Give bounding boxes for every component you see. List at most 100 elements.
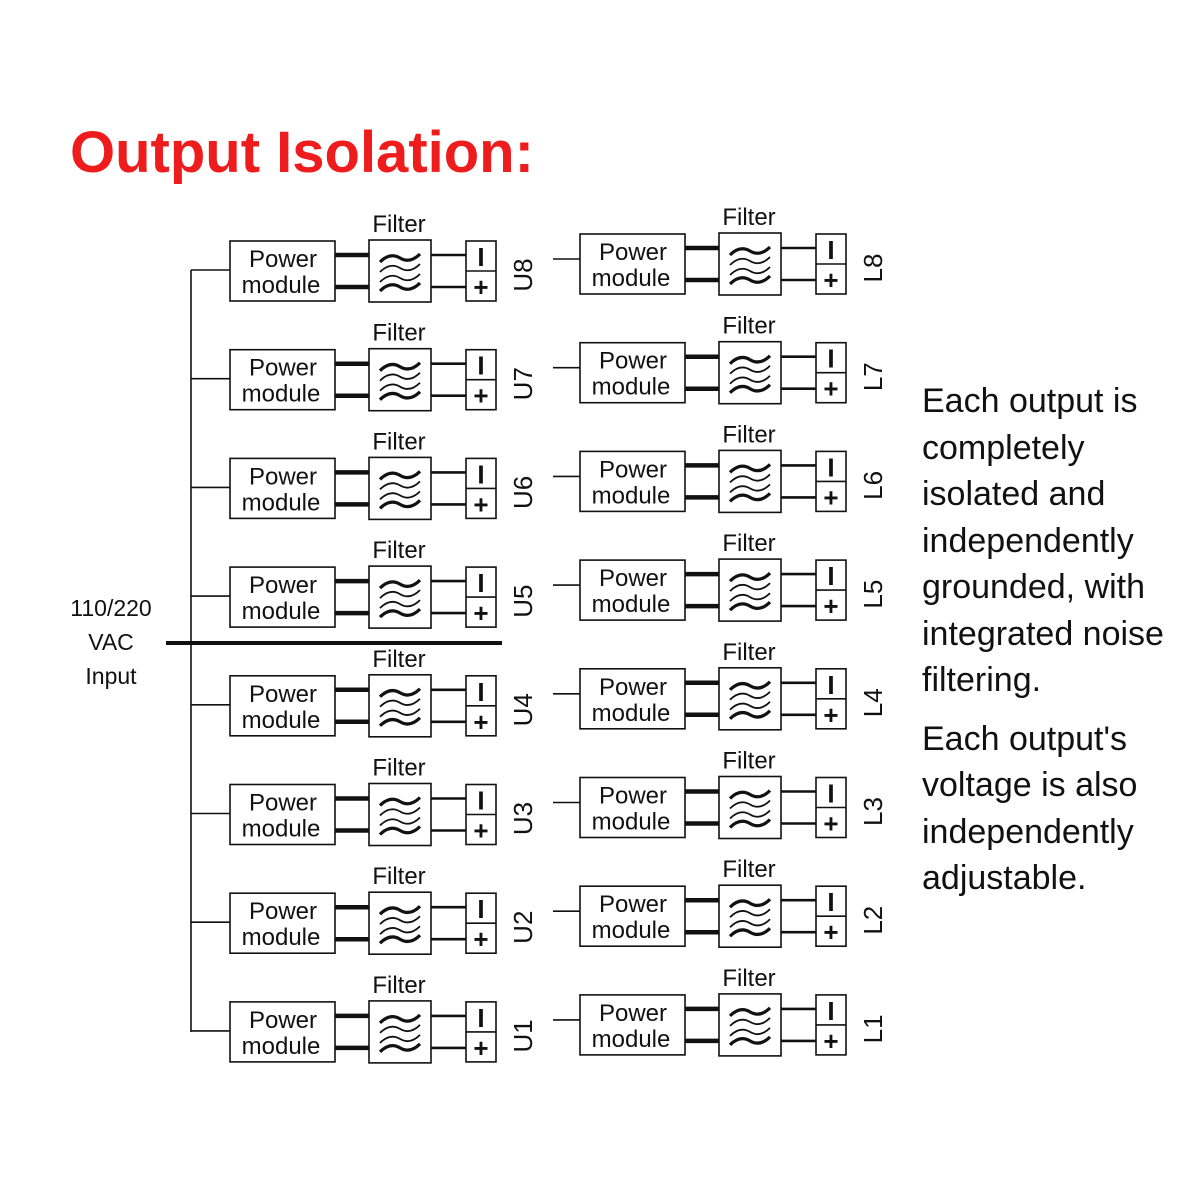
power-module-label-line-2: module bbox=[242, 381, 321, 408]
filter-wave-line bbox=[379, 372, 421, 382]
filter-wave-line bbox=[379, 589, 421, 599]
filter-wave-line bbox=[729, 701, 771, 711]
power-module-box bbox=[229, 566, 336, 628]
filter-wave-line bbox=[728, 1006, 772, 1018]
filter-box bbox=[368, 239, 432, 303]
filter-wave-line bbox=[378, 578, 422, 590]
terminal-negative: I bbox=[827, 779, 834, 809]
channel-label: U7 bbox=[508, 367, 538, 400]
filter-wave-line bbox=[729, 918, 771, 928]
power-module-label-line-2: module bbox=[242, 707, 321, 734]
filter-wave-line bbox=[378, 905, 422, 916]
description-paragraph-2: Each output's voltage is also independen… bbox=[922, 719, 1138, 898]
terminal-negative: I bbox=[827, 996, 834, 1026]
page-title: Output Isolation: bbox=[70, 120, 534, 185]
terminal-positive: + bbox=[473, 272, 488, 302]
filter-wave-line bbox=[729, 375, 771, 385]
filter-wave-line bbox=[379, 925, 421, 935]
power-module-box bbox=[579, 559, 686, 621]
filter-wave-line bbox=[379, 273, 421, 283]
power-module-label-line-1: Power bbox=[599, 674, 667, 701]
power-module-label-line-1: Power bbox=[249, 355, 317, 382]
filter-wave-line bbox=[378, 796, 422, 807]
terminal-negative: I bbox=[477, 351, 484, 381]
filter-wave-icon bbox=[378, 796, 422, 836]
filter-wave-line bbox=[729, 1027, 771, 1037]
power-module-box bbox=[229, 1001, 336, 1063]
channel-label: L3 bbox=[858, 797, 888, 826]
filter-wave-line bbox=[729, 256, 771, 266]
terminal-negative: I bbox=[827, 452, 834, 482]
left-output-column: PowermoduleFilterI+U8PowermoduleFilterI+… bbox=[191, 211, 538, 1064]
filter-label: Filter bbox=[722, 965, 775, 992]
filter-label: Filter bbox=[722, 639, 775, 666]
filter-wave-line bbox=[378, 499, 422, 510]
power-module-label-line-1: Power bbox=[599, 565, 667, 592]
filter-wave-line bbox=[378, 934, 422, 945]
filter-box bbox=[718, 340, 782, 405]
terminal-negative: I bbox=[477, 677, 484, 707]
power-module-label-line-1: Power bbox=[249, 572, 317, 599]
filter-box bbox=[718, 884, 782, 949]
channel-label: U1 bbox=[508, 1019, 538, 1052]
power-module-label-line-2: module bbox=[592, 917, 671, 944]
power-module-label-line-1: Power bbox=[599, 1000, 667, 1027]
filter-wave-line bbox=[379, 480, 421, 491]
filter-label: Filter bbox=[372, 646, 425, 673]
power-module-label-line-2: module bbox=[592, 265, 671, 292]
filter-wave-line bbox=[379, 698, 421, 708]
filter-label: Filter bbox=[372, 863, 425, 890]
power-module-label-line-1: Power bbox=[249, 1007, 317, 1034]
power-module-box bbox=[579, 233, 686, 295]
terminal-positive: + bbox=[823, 1026, 838, 1056]
filter-wave-icon bbox=[728, 1006, 772, 1047]
filter-wave-line bbox=[378, 716, 422, 727]
terminal-positive: + bbox=[473, 924, 488, 954]
filter-wave-icon bbox=[728, 245, 772, 286]
filter-wave-line bbox=[379, 1024, 421, 1034]
filter-wave-icon bbox=[378, 361, 422, 401]
filter-wave-line bbox=[379, 708, 421, 718]
terminal-positive: + bbox=[823, 917, 838, 947]
filter-wave-line bbox=[379, 490, 421, 501]
terminal-negative: I bbox=[477, 459, 484, 489]
channel-label: U8 bbox=[508, 258, 538, 291]
terminal-positive: + bbox=[473, 381, 488, 411]
filter-wave-line bbox=[728, 463, 772, 474]
terminal-positive: + bbox=[823, 809, 838, 839]
input-label-line-1: 110/220 bbox=[70, 595, 151, 621]
filter-wave-line bbox=[728, 274, 772, 286]
power-module-label-line-2: module bbox=[242, 272, 321, 299]
terminal-positive: + bbox=[473, 489, 488, 519]
channel-label: U2 bbox=[508, 911, 538, 944]
filter-wave-line bbox=[728, 571, 772, 583]
power-module-box bbox=[229, 348, 336, 411]
filter-box bbox=[718, 993, 782, 1057]
filter-box bbox=[368, 565, 432, 629]
filter-wave-line bbox=[379, 382, 421, 392]
filter-box bbox=[718, 558, 782, 622]
terminal-positive: + bbox=[473, 1033, 488, 1063]
power-module-label-line-2: module bbox=[592, 374, 671, 401]
filter-label: Filter bbox=[372, 428, 425, 455]
power-module-box bbox=[579, 341, 686, 404]
filter-label: Filter bbox=[722, 530, 775, 557]
description-paragraph-1: Each output is completely isolated and i… bbox=[922, 382, 1164, 699]
filter-wave-line bbox=[728, 600, 772, 612]
input-label-line-2: VAC bbox=[88, 629, 134, 655]
power-module-label-line-1: Power bbox=[249, 790, 317, 817]
power-module-label-line-2: module bbox=[242, 1033, 321, 1060]
filter-wave-line bbox=[379, 915, 421, 925]
power-module-label-line-1: Power bbox=[249, 681, 317, 708]
terminal-negative: I bbox=[827, 235, 834, 265]
filter-label: Filter bbox=[722, 748, 775, 775]
filter-wave-line bbox=[728, 927, 772, 938]
